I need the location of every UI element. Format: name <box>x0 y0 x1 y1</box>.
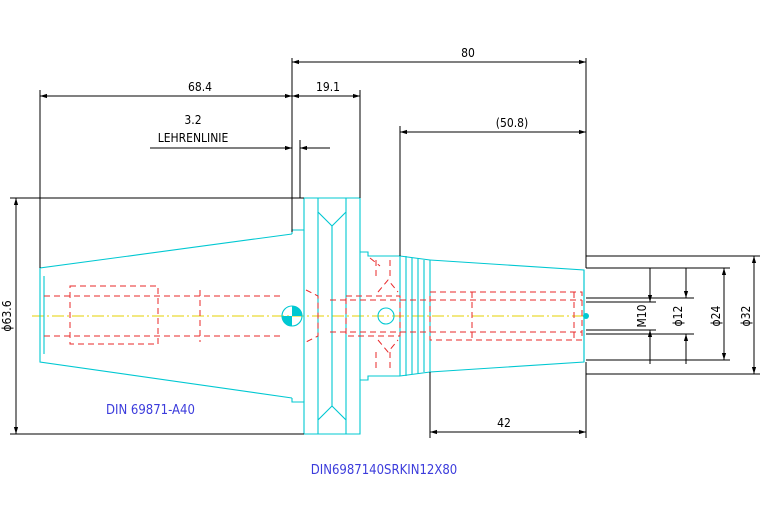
dim-bore-diameter-label: ϕ12 <box>671 306 685 327</box>
dim-body-diameter-label: ϕ32 <box>739 306 753 327</box>
dim-flange-diameter: ϕ63.6 <box>0 197 304 435</box>
dim-total-length-label: 80 <box>461 46 475 60</box>
dim-gauge-line: 3.2 LEHRENLINIE <box>150 113 330 198</box>
part-number-label: DIN6987140SRKIN12X80 <box>311 463 457 478</box>
gauge-line-label: LEHRENLINIE <box>158 131 229 145</box>
dim-taper-length-label: 68.4 <box>188 80 212 94</box>
standard-label: DIN 69871-A40 <box>106 403 195 418</box>
dim-gauge-offset-label: 3.2 <box>184 113 201 127</box>
dim-extension-length: (50.8) <box>399 116 586 256</box>
dim-flange-width: 19.1 <box>292 80 361 198</box>
dim-nose-diameter-label: ϕ24 <box>709 305 723 326</box>
dim-total-length: 80 <box>291 46 587 268</box>
dim-taper-length: 68.4 <box>39 80 292 268</box>
dim-thread-label: M10 <box>635 304 649 327</box>
dim-bore-depth: 42 <box>429 362 587 438</box>
tool-holder-outline <box>39 197 589 435</box>
dim-right-diameters: M10 ϕ12 ϕ24 ϕ32 <box>586 255 760 375</box>
hidden-lines <box>44 257 583 372</box>
dim-flange-width-label: 19.1 <box>316 80 340 94</box>
dim-flange-diameter-label: ϕ63.6 <box>0 300 14 331</box>
dim-bore-depth-label: 42 <box>497 416 511 430</box>
dim-extension-length-label: (50.8) <box>496 116 528 130</box>
